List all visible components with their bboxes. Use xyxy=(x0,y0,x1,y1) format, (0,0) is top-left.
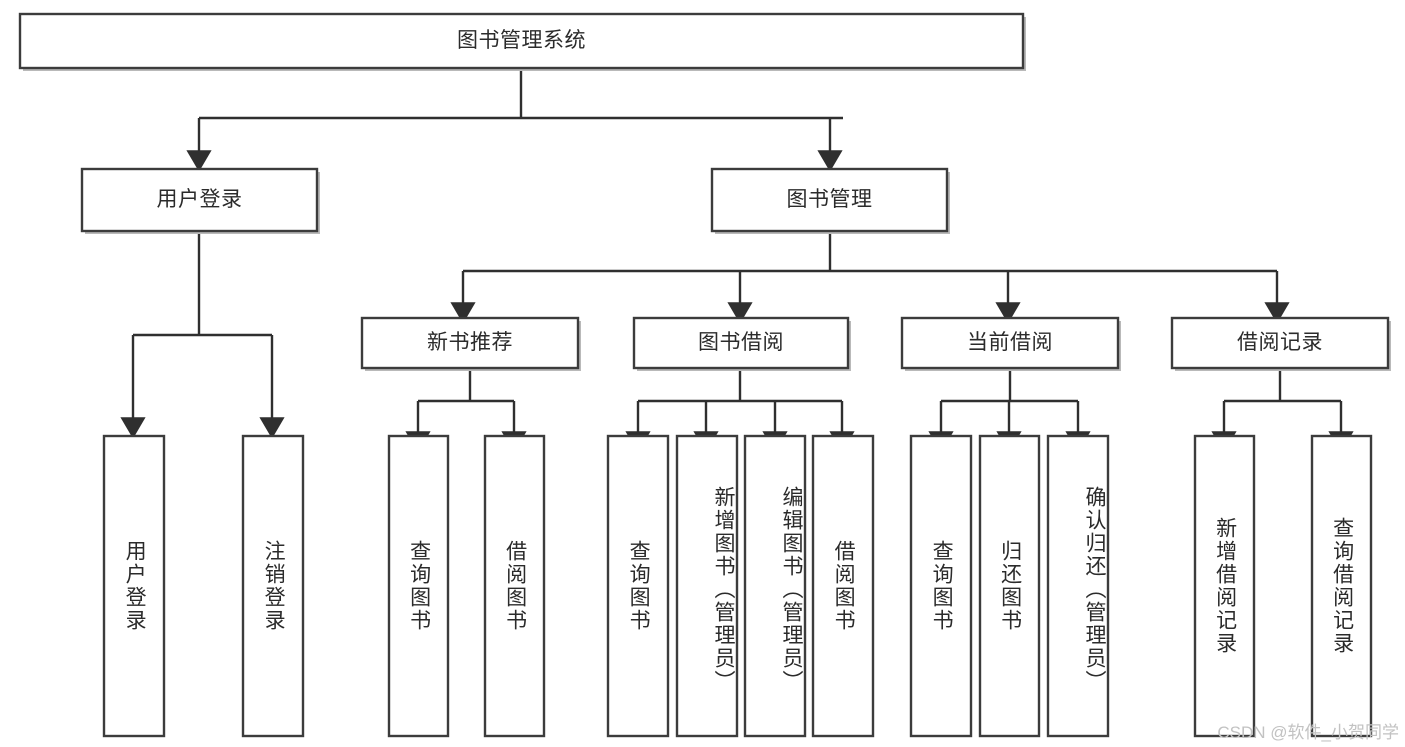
node-box-leaf-edit-book[interactable] xyxy=(743,434,807,738)
watermark-text: CSDN @软件_小贺同学 xyxy=(1217,723,1399,742)
node-box-user-login[interactable] xyxy=(80,167,319,233)
node-box-leaf-add-book[interactable] xyxy=(675,434,739,738)
node-box-leaf-confirm-return[interactable] xyxy=(1046,434,1110,738)
connector-group-current-borrow xyxy=(928,371,1091,453)
node-box-leaf-query-book-3[interactable] xyxy=(909,434,973,738)
connector-group-borrow-record xyxy=(1211,371,1354,453)
node-box-leaf-add-record[interactable] xyxy=(1193,434,1256,738)
node-box-leaf-user-login[interactable] xyxy=(102,434,166,738)
connector-group-book-borrow xyxy=(625,371,855,453)
node-box-leaf-query-book-2[interactable] xyxy=(606,434,670,738)
node-box-borrow-record[interactable] xyxy=(1170,316,1390,370)
connector-group-user-login xyxy=(120,234,285,439)
node-box-leaf-user-logout[interactable] xyxy=(241,434,305,738)
node-box-leaf-return-book[interactable] xyxy=(978,434,1041,738)
node-box-current-borrow[interactable] xyxy=(900,316,1120,370)
node-box-leaf-query-book-1[interactable] xyxy=(387,434,450,738)
node-box-book-borrow[interactable] xyxy=(632,316,850,370)
node-box-leaf-borrow-book-1[interactable] xyxy=(483,434,546,738)
connector-group-book-manage xyxy=(450,234,1290,324)
node-box-new-book-recommend[interactable] xyxy=(360,316,580,370)
node-box-leaf-borrow-book-2[interactable] xyxy=(811,434,875,738)
node-box-root[interactable] xyxy=(18,12,1025,70)
node-box-book-manage[interactable] xyxy=(710,167,949,233)
connector-group-root xyxy=(186,70,843,172)
node-box-leaf-query-record[interactable] xyxy=(1310,434,1373,738)
connector-group-new-book-recommend xyxy=(405,371,527,453)
